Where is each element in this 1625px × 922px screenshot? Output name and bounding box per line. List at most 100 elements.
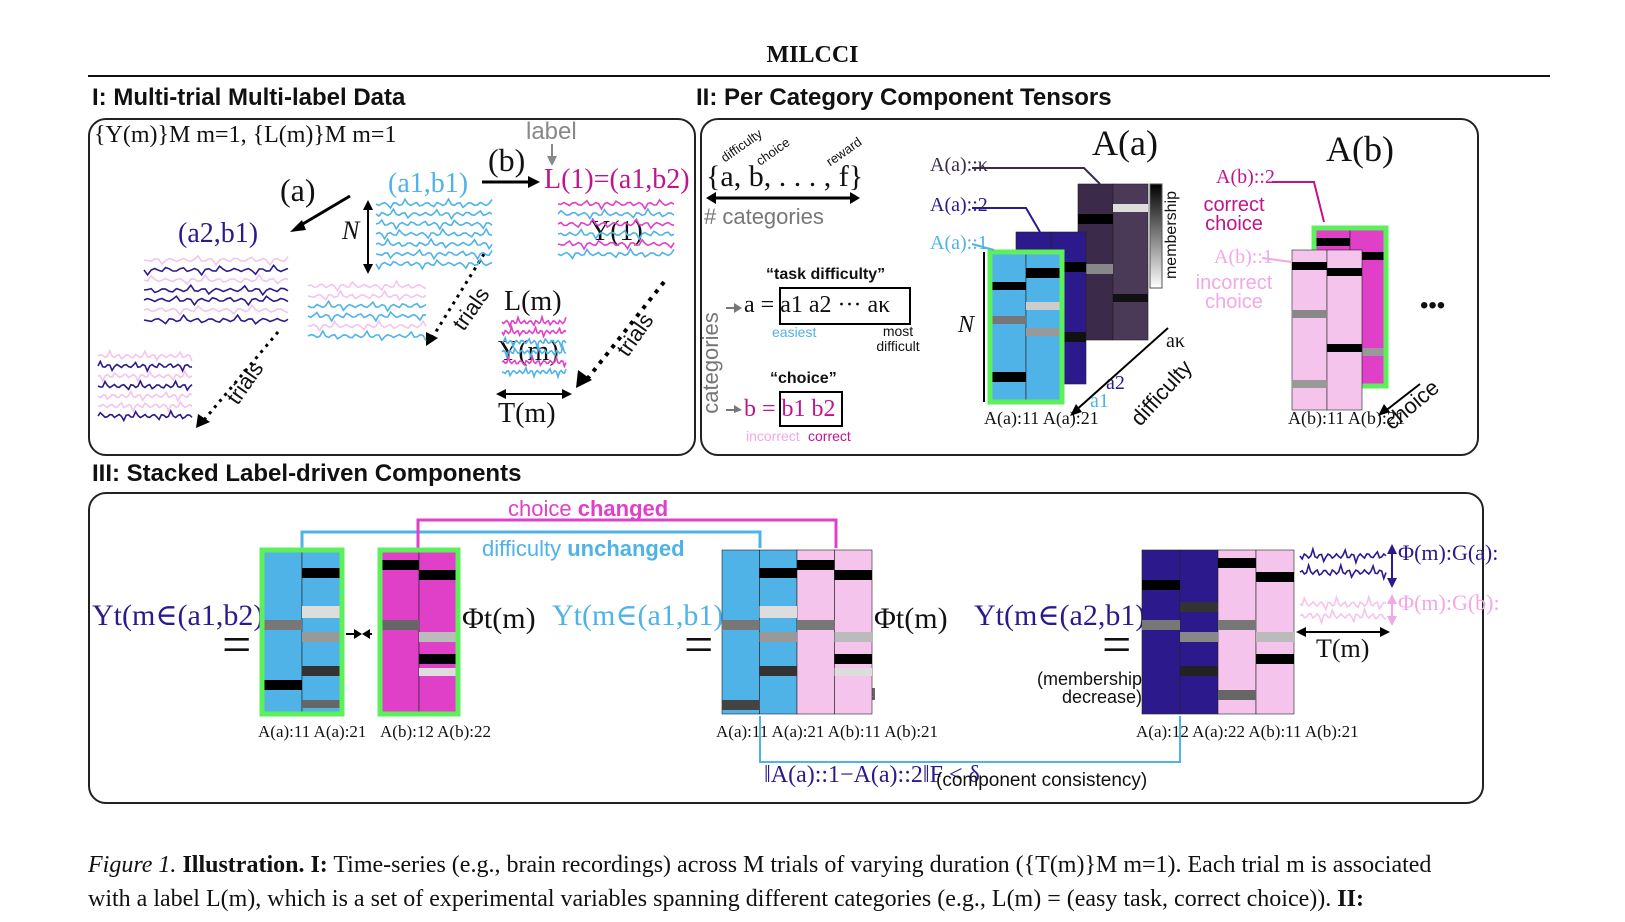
equals-1: = xyxy=(222,617,252,674)
Phi-2: Φt(m) xyxy=(874,602,948,635)
matrix-cell xyxy=(1350,348,1386,356)
matrix-highlight xyxy=(259,547,345,717)
trace xyxy=(501,314,567,329)
tensor-A-a xyxy=(987,183,1149,405)
arrow-a xyxy=(295,194,351,230)
task-difficulty-title: “task difficulty” xyxy=(766,266,886,283)
matrix-cell xyxy=(1218,558,1256,568)
trace xyxy=(375,237,493,251)
trace xyxy=(143,295,289,307)
trace xyxy=(97,400,193,413)
matrix-cell xyxy=(1292,310,1327,318)
arrow-a-label: (a) xyxy=(280,172,316,208)
foot-4: A(a):12 A(a):22 A(b):11 A(b):21 xyxy=(1136,722,1359,741)
Tm-label-3: T(m) xyxy=(1316,634,1370,663)
correct-choice-label: correct choice xyxy=(1203,194,1265,235)
difficulty-link xyxy=(300,530,762,548)
membership-colorbar xyxy=(1149,183,1163,289)
matrix-cell xyxy=(419,570,458,580)
matrix-cell xyxy=(1113,294,1148,302)
num-categories: # categories xyxy=(704,204,824,229)
tensor-Aa-title: A(a) xyxy=(1092,123,1158,163)
trace xyxy=(557,198,675,211)
section-3-title: III: Stacked Label-driven Components xyxy=(92,460,522,487)
matrix-column xyxy=(1217,549,1257,715)
matrix-cell xyxy=(990,282,1026,290)
arrow-a-head xyxy=(290,220,306,232)
difficulty-word: difficulty xyxy=(482,536,562,561)
caption-bold-2: II: xyxy=(1337,886,1364,912)
trace xyxy=(557,207,675,221)
matrix-cell xyxy=(797,620,835,630)
Aa-2-label: A(a)::2 xyxy=(930,194,988,216)
changed-word: changed xyxy=(577,496,669,521)
section-1-title: I: Multi-trial Multi-label Data xyxy=(92,84,406,111)
trace xyxy=(307,289,427,302)
arrow-b-label: (b) xyxy=(488,142,526,178)
most-difficult-label: most difficult xyxy=(876,323,920,354)
caption-line2: with a label L(m), which is a set of exp… xyxy=(88,886,1338,912)
phi-trace xyxy=(1299,546,1387,566)
matrix-cell xyxy=(262,620,302,630)
matrix-cell xyxy=(1026,268,1062,278)
foot-1: A(a):11 A(a):21 xyxy=(258,722,367,741)
trace xyxy=(501,344,567,360)
matrix-cell xyxy=(302,606,342,618)
matrix-cell xyxy=(1051,332,1086,342)
trace xyxy=(143,303,289,317)
a-row: a = a1 a2 ··· aκ xyxy=(744,292,891,318)
diff-akappa: aκ xyxy=(1166,330,1185,352)
matrix-cell xyxy=(759,666,797,676)
matrix-cell xyxy=(1142,620,1180,630)
phi-traces xyxy=(1299,546,1387,626)
matrix-cell xyxy=(1180,602,1218,612)
matrix-cell xyxy=(1026,328,1062,336)
trace xyxy=(501,324,567,339)
caption-figure-number: Figure 1. xyxy=(88,852,177,878)
matrix-cell xyxy=(419,654,458,664)
matrix-cell xyxy=(302,568,342,578)
Y-lhs-a1b1: Yt(m∈(a1,b1)) xyxy=(552,599,734,632)
correct-label: correct xyxy=(808,428,851,444)
trace xyxy=(143,263,289,277)
N-label: N xyxy=(342,216,360,245)
arrow-b-head xyxy=(528,176,540,188)
trace xyxy=(375,218,493,231)
consistency-formula: ‖A(a)::1−A(a)::2‖F < δ xyxy=(764,762,980,788)
consistency-text: (component consistency) xyxy=(936,770,1148,791)
time-series-traces xyxy=(97,197,675,423)
matrix-cell xyxy=(990,372,1026,382)
tensor-Ab-title: A(b) xyxy=(1326,129,1394,169)
choice-changed-label: choice changed xyxy=(508,496,668,522)
trace xyxy=(375,248,493,261)
matrix-column xyxy=(379,549,420,715)
matrix-cell xyxy=(759,568,797,578)
easiest-label: easiest xyxy=(772,324,817,340)
trace xyxy=(97,409,193,423)
choice-arrow xyxy=(1383,383,1421,413)
Y-lhs-a2b1: Yt(m∈(a2,b1)) xyxy=(974,599,1156,632)
trace xyxy=(97,369,193,383)
Phi-1: Φt(m) xyxy=(462,602,536,635)
matrix-highlight xyxy=(377,547,461,717)
header-rule xyxy=(88,75,1550,77)
Aa-kappa-label: A(a)::κ xyxy=(930,154,988,176)
phi-Gb-label: Φ(m):G(b): xyxy=(1398,590,1500,615)
matrix-cell xyxy=(380,560,419,570)
phi-trace xyxy=(1299,606,1387,626)
matrix-cell xyxy=(419,632,458,642)
equals-2: = xyxy=(684,617,714,674)
matrix-column xyxy=(721,549,760,715)
incorrect-choice-label: incorrect choice xyxy=(1195,272,1273,313)
L1-equation: L(1)=(a1,b2) xyxy=(544,164,690,195)
matrix-column xyxy=(1141,549,1181,715)
matrix-cell xyxy=(1218,690,1256,700)
matrix-cell xyxy=(1327,344,1362,352)
trials-arrow-1 xyxy=(202,331,280,421)
trace xyxy=(501,365,567,380)
Aa-footer: A(a):11 A(a):21 xyxy=(984,408,1099,428)
trace xyxy=(97,349,193,362)
Ab-2-label: A(b)::2 xyxy=(1216,166,1275,188)
